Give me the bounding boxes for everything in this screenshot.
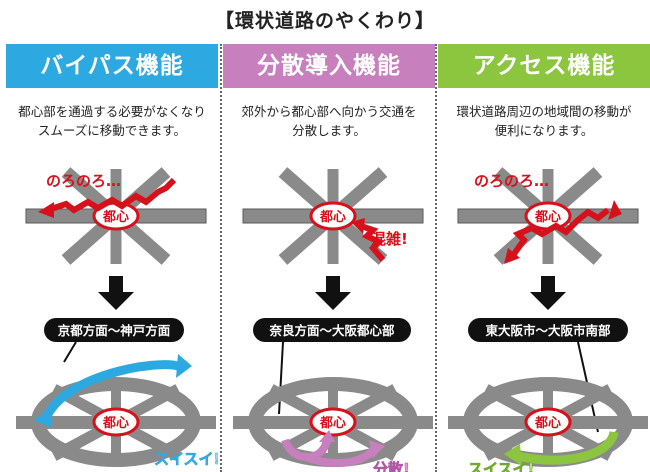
slow-traffic-arrowhead-2 — [608, 200, 622, 220]
access-ring-arrow — [516, 430, 619, 465]
center-label-lower: 都心 — [319, 415, 346, 431]
distribution-arrowhead-right — [369, 440, 385, 458]
distribution-illustration: 都心 混雑! 奈良方面〜大阪都心部 都心 分散! — [233, 167, 433, 472]
description-line-1: 環状道路周辺の地域間の移動が — [456, 104, 632, 119]
slow-label: のろのろ… — [46, 172, 121, 190]
result-label: スイスイ! — [154, 450, 218, 468]
road-network-upper — [242, 167, 424, 265]
route-label: 京都方面〜神戸方面 — [58, 323, 171, 338]
column-access: アクセス機能 環状道路周辺の地域間の移動が 便利になります。 都心 のろのろ… … — [438, 44, 650, 472]
ring-road-network — [16, 377, 216, 467]
center-label: 都心 — [534, 209, 561, 225]
down-arrow — [315, 276, 351, 310]
route-label: 東大阪市〜大阪市南部 — [485, 323, 611, 338]
route-label-box — [44, 318, 184, 342]
ring-road-network — [448, 377, 648, 467]
distribution-arrowhead-center — [319, 430, 335, 442]
route-label-pointer — [278, 341, 284, 415]
slow-traffic-arrowhead — [504, 248, 520, 264]
description-line-1: 郊外から都心部へ向かう交通を — [241, 104, 417, 119]
access-ring-arrowhead — [504, 444, 522, 466]
road-network-upper — [25, 167, 207, 265]
center-label-lower: 都心 — [102, 415, 129, 431]
column-bypass: バイパス機能 都心部を通過する必要がなくなり スムーズに移動できます。 都心 の… — [6, 44, 218, 472]
center-label-lower: 都心 — [534, 415, 561, 431]
congestion-arrow — [360, 223, 386, 262]
description-line-2: スムーズに移動できます。 — [37, 123, 187, 138]
distribution-arrow-right — [301, 445, 379, 467]
route-label-box — [468, 318, 628, 342]
result-label: 分散! — [373, 460, 410, 472]
description-line-2: 分散します。 — [292, 123, 366, 138]
column-header-access: アクセス機能 — [438, 44, 650, 88]
down-arrow — [98, 276, 134, 310]
bypass-ring-arrowhead-right — [176, 354, 192, 378]
description-line-1: 都心部を通過する必要がなくなり — [18, 104, 206, 119]
route-label-box — [253, 318, 411, 342]
road-network-upper — [457, 167, 639, 265]
bypass-illustration: 都心 のろのろ… 京都方面〜神戸方面 都心 スイスイ! — [16, 167, 218, 468]
page-title: 【環状道路のやくわり】 — [214, 10, 435, 32]
slow-traffic-arrowhead — [38, 202, 54, 218]
bypass-ring-arrow — [41, 360, 180, 421]
route-label: 奈良方面〜大阪都心部 — [268, 323, 395, 338]
bypass-ring-arrowhead-left — [34, 408, 52, 428]
slow-traffic-arrow — [47, 177, 177, 214]
column-divider-2 — [435, 44, 437, 472]
column-description-distribution: 郊外から都心部へ向かう交通を 分散します。 — [223, 102, 435, 140]
center-label: 都心 — [319, 209, 346, 225]
description-line-2: 便利になります。 — [494, 123, 594, 138]
column-header-distribution: 分散導入機能 — [223, 44, 435, 88]
access-illustration: 都心 のろのろ… 東大阪市〜大阪市南部 都心 スイスイ! — [448, 167, 648, 472]
column-distribution: 分散導入機能 郊外から都心部へ向かう交通を 分散します。 都心 混雑! 奈良方面… — [223, 44, 435, 472]
route-label-pointer — [63, 341, 77, 363]
slow-traffic-arrow — [511, 207, 610, 256]
slow-label: のろのろ… — [474, 172, 549, 190]
congestion-label: 混雑! — [371, 230, 408, 248]
column-header-bypass: バイパス機能 — [6, 44, 218, 88]
congestion-arrowhead — [351, 218, 365, 234]
center-label: 都心 — [102, 209, 129, 225]
down-arrow — [530, 276, 566, 310]
column-description-access: 環状道路周辺の地域間の移動が 便利になります。 — [438, 102, 650, 140]
result-label: スイスイ! — [468, 460, 534, 472]
column-divider-1 — [220, 44, 222, 472]
column-description-bypass: 都心部を通過する必要がなくなり スムーズに移動できます。 — [6, 102, 218, 140]
